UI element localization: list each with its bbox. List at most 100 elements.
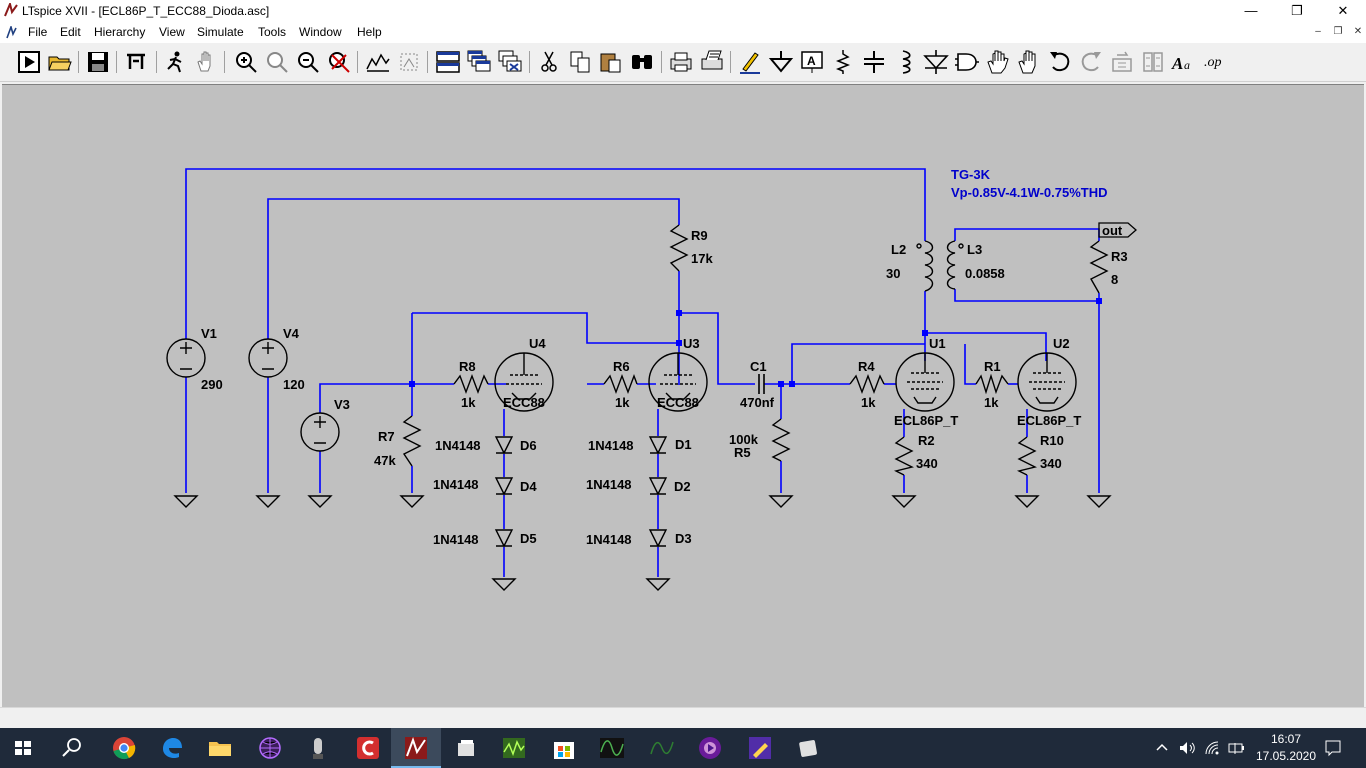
halt-icon[interactable]: [162, 49, 188, 75]
undo-icon[interactable]: [1047, 49, 1073, 75]
r6-name: R6: [613, 359, 630, 374]
menu-help[interactable]: Help: [357, 25, 382, 39]
ccleaner-icon[interactable]: [354, 734, 382, 762]
wires: [185, 168, 1100, 577]
browser-icon[interactable]: [256, 734, 284, 762]
window-title: LTspice XVII - [ECL86P_T_ECC88_Dioda.asc…: [22, 4, 270, 18]
menu-tools[interactable]: Tools: [258, 25, 287, 39]
r7-value: 47k: [374, 453, 396, 468]
wifi-icon[interactable]: [1203, 739, 1221, 757]
toolbar-separator: [156, 51, 157, 73]
menu-simulate[interactable]: Simulate: [197, 25, 244, 39]
inductor-icon[interactable]: [892, 49, 918, 75]
menu-edit[interactable]: Edit: [60, 25, 81, 39]
notification-icon[interactable]: [1324, 739, 1342, 757]
run-icon[interactable]: [16, 49, 42, 75]
close-button[interactable]: ✕: [1337, 3, 1349, 18]
redo-icon[interactable]: [1078, 49, 1104, 75]
file-explorer-icon[interactable]: [206, 734, 234, 762]
chevron-up-icon[interactable]: [1154, 740, 1170, 756]
copy-icon[interactable]: [567, 49, 593, 75]
c1-name: C1: [750, 359, 767, 374]
ltspice-icon[interactable]: [402, 734, 430, 762]
open-icon[interactable]: [47, 49, 73, 75]
u2-name: U2: [1053, 336, 1070, 351]
menu-hierarchy[interactable]: Hierarchy: [94, 25, 146, 39]
audio-icon[interactable]: [696, 734, 724, 762]
volume-icon[interactable]: [1178, 739, 1196, 757]
restore-button[interactable]: ❐: [1291, 3, 1303, 18]
menu-view[interactable]: View: [159, 25, 185, 39]
cascade-icon[interactable]: [466, 49, 492, 75]
scope-icon[interactable]: [500, 734, 528, 762]
d2-name: D2: [674, 479, 691, 494]
menu-window[interactable]: Window: [299, 25, 342, 39]
toolbar-separator: [357, 51, 358, 73]
zoom-in-icon[interactable]: [233, 49, 259, 75]
menu-bar: File Edit Hierarchy View Simulate Tools …: [0, 22, 1366, 43]
mirror-icon[interactable]: [1140, 49, 1166, 75]
control-panel-icon[interactable]: [123, 49, 149, 75]
title-bar: LTspice XVII - [ECL86P_T_ECC88_Dioda.asc…: [0, 0, 1366, 22]
zoom-cancel-icon[interactable]: [326, 49, 352, 75]
start-icon[interactable]: [9, 734, 37, 762]
mdi-restore-button[interactable]: ❐: [1333, 26, 1343, 37]
diode-icon[interactable]: [923, 49, 949, 75]
ground-icon[interactable]: [768, 49, 794, 75]
pan-icon[interactable]: [193, 49, 219, 75]
chrome-icon[interactable]: [110, 734, 138, 762]
capacitor-icon[interactable]: [861, 49, 887, 75]
move-icon[interactable]: [985, 49, 1011, 75]
zoom-area-icon[interactable]: [264, 49, 290, 75]
r4-value: 1k: [861, 395, 876, 410]
clock-time[interactable]: 16:07: [1270, 732, 1302, 746]
l3-value: 0.0858: [965, 266, 1005, 281]
clock-date[interactable]: 17.05.2020: [1255, 749, 1317, 763]
rotate-icon[interactable]: [1109, 49, 1135, 75]
drag-icon[interactable]: [1016, 49, 1042, 75]
save-icon[interactable]: [85, 49, 111, 75]
resistor-icon[interactable]: [830, 49, 856, 75]
annotation-line-2: Vp-0.85V-4.1W-0.75%THD: [951, 185, 1108, 200]
store-icon[interactable]: [550, 734, 578, 762]
r7-name: R7: [378, 429, 395, 444]
find-icon[interactable]: [629, 49, 655, 75]
mdi-minimize-button[interactable]: –: [1315, 26, 1321, 37]
autorange-icon[interactable]: [365, 49, 391, 75]
edge-icon[interactable]: [158, 734, 186, 762]
files-icon[interactable]: [452, 734, 480, 762]
mdi-close-button[interactable]: ✕: [1353, 26, 1363, 37]
paste-icon[interactable]: [598, 49, 624, 75]
label-net-icon[interactable]: A: [799, 49, 825, 75]
cut-icon[interactable]: [536, 49, 562, 75]
transformer-symbol: [916, 240, 964, 292]
r1-name: R1: [984, 359, 1001, 374]
schematic-canvas[interactable]: out TG-3K Vp-0.85V-4.1W-0.75%THD V1 290 …: [2, 84, 1364, 707]
battery-icon[interactable]: [1227, 739, 1245, 757]
tile-icon[interactable]: [435, 49, 461, 75]
d3-name: D3: [675, 531, 692, 546]
close-all-icon[interactable]: [497, 49, 523, 75]
toolbar-separator: [78, 51, 79, 73]
minimize-button[interactable]: —: [1244, 3, 1258, 18]
print-icon[interactable]: [668, 49, 694, 75]
fit-icon[interactable]: [396, 49, 422, 75]
analyzer-icon[interactable]: [598, 734, 626, 762]
active-task-highlight: [391, 728, 441, 768]
document-icon[interactable]: [5, 26, 17, 39]
print-setup-icon[interactable]: [699, 49, 725, 75]
search-icon[interactable]: [58, 734, 86, 762]
svg-text:a: a: [1184, 58, 1190, 72]
r5-name: R5: [734, 445, 751, 460]
draw-wire-icon[interactable]: [737, 49, 763, 75]
zoom-out-icon[interactable]: [295, 49, 321, 75]
media-icon[interactable]: [794, 734, 822, 762]
tube-app-icon[interactable]: [304, 734, 332, 762]
spice-directive-icon[interactable]: .op: [1202, 49, 1228, 75]
d1-name: D1: [675, 437, 692, 452]
component-icon[interactable]: [954, 49, 980, 75]
menu-file[interactable]: File: [28, 25, 48, 39]
pencil-app-icon[interactable]: [746, 734, 774, 762]
wave-icon[interactable]: [648, 734, 676, 762]
